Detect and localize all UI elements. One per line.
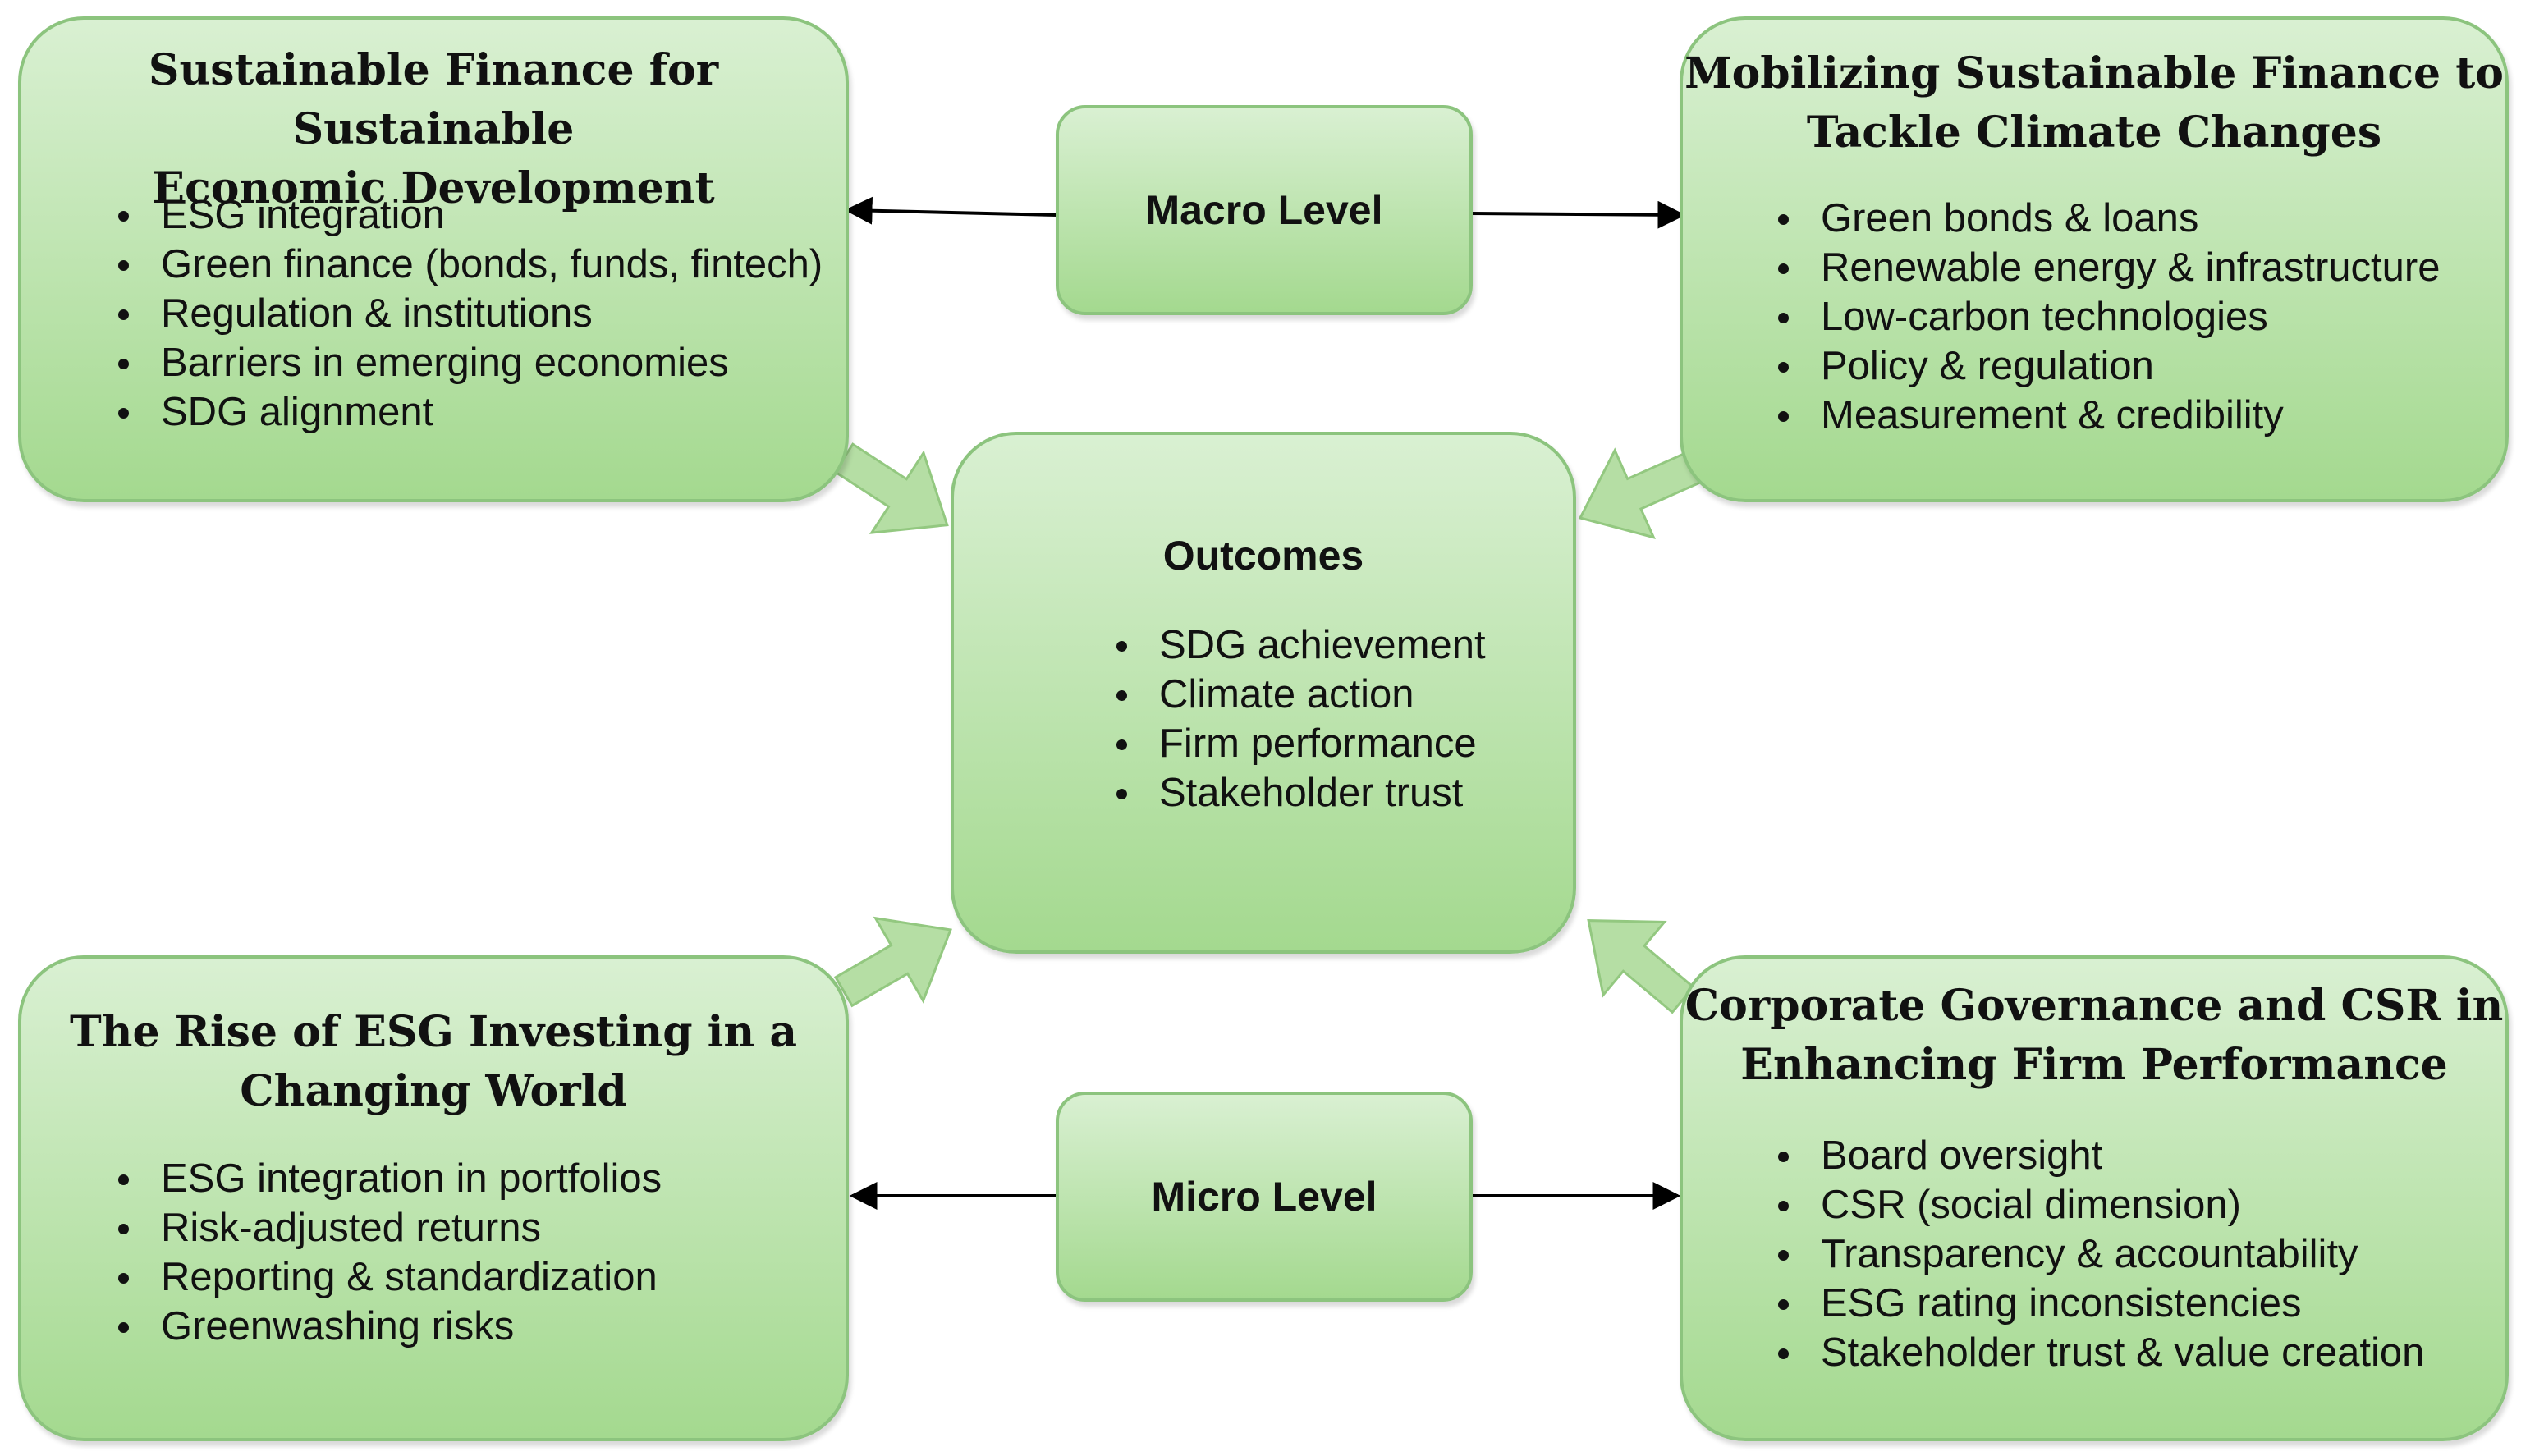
micro-level-box: Micro Level xyxy=(1056,1092,1473,1302)
block-arrow-top-right xyxy=(1578,447,1702,539)
bullet-list: SDG achievement Climate action Firm perf… xyxy=(1110,620,1486,817)
list-item: Measurement & credibility xyxy=(1772,391,2440,440)
outcomes-box: Outcomes SDG achievement Climate action … xyxy=(951,432,1576,954)
list-item: ESG integration in portfolios xyxy=(112,1154,662,1203)
macro-to-right-arrow xyxy=(1470,200,1686,229)
title-line-2: Tackle Climate Changes xyxy=(1806,108,2382,158)
title-line-1: Corporate Governance and CSR in xyxy=(1684,981,2504,1031)
box-title: The Rise of ESG Investing in a Changing … xyxy=(21,1003,846,1121)
list-item: CSR (social dimension) xyxy=(1772,1180,2424,1229)
outcomes-title: Outcomes xyxy=(1162,533,1364,579)
list-item: ESG integration xyxy=(112,190,823,240)
macro-level-label: Macro Level xyxy=(1145,187,1383,233)
list-item: Transparency & accountability xyxy=(1772,1229,2424,1279)
list-item: Stakeholder trust xyxy=(1110,768,1486,817)
block-arrow-bottom-right xyxy=(1587,919,1695,1014)
list-item: Green finance (bonds, funds, fintech) xyxy=(112,240,823,289)
macro-to-left-arrow xyxy=(844,196,1058,225)
box-title: Corporate Governance and CSR in Enhancin… xyxy=(1683,977,2505,1095)
list-item: SDG achievement xyxy=(1110,620,1486,670)
block-arrow-bottom-left xyxy=(833,916,952,1008)
title-line-2: Economic Development xyxy=(152,163,715,213)
climate-finance-box: Mobilizing Sustainable Finance to Tackle… xyxy=(1680,16,2509,502)
box-title: Mobilizing Sustainable Finance to Tackle… xyxy=(1683,44,2505,163)
bullet-list: Board oversight CSR (social dimension) T… xyxy=(1772,1131,2424,1377)
bullet-list: ESG integration in portfolios Risk-adjus… xyxy=(112,1154,662,1351)
list-item: Regulation & institutions xyxy=(112,289,823,338)
sustainable-finance-box: Sustainable Finance for Sustainable Econ… xyxy=(18,16,849,502)
list-item: Firm performance xyxy=(1110,719,1486,768)
title-line-1: Sustainable Finance for Sustainable xyxy=(148,45,719,154)
list-item: Barriers in emerging economies xyxy=(112,338,823,387)
list-item: Green bonds & loans xyxy=(1772,194,2440,243)
title-line-2: Changing World xyxy=(240,1066,627,1116)
list-item: Renewable energy & infrastructure xyxy=(1772,243,2440,292)
list-item: Reporting & standardization xyxy=(112,1252,662,1302)
bullet-list: Green bonds & loans Renewable energy & i… xyxy=(1772,194,2440,440)
bullet-list: ESG integration Green finance (bonds, fu… xyxy=(112,190,823,437)
list-item: Greenwashing risks xyxy=(112,1302,662,1351)
title-line-2: Enhancing Firm Performance xyxy=(1740,1040,2448,1090)
list-item: Low-carbon technologies xyxy=(1772,292,2440,341)
list-item: Board oversight xyxy=(1772,1131,2424,1180)
list-item: Stakeholder trust & value creation xyxy=(1772,1328,2424,1377)
list-item: Policy & regulation xyxy=(1772,341,2440,391)
macro-level-box: Macro Level xyxy=(1056,105,1473,315)
micro-level-label: Micro Level xyxy=(1151,1174,1377,1220)
block-arrow-top-left xyxy=(833,442,949,534)
esg-investing-box: The Rise of ESG Investing in a Changing … xyxy=(18,955,849,1441)
list-item: ESG rating inconsistencies xyxy=(1772,1279,2424,1328)
list-item: Climate action xyxy=(1110,670,1486,719)
corporate-governance-box: Corporate Governance and CSR in Enhancin… xyxy=(1680,955,2509,1441)
title-line-1: Mobilizing Sustainable Finance to xyxy=(1684,48,2504,98)
list-item: Risk-adjusted returns xyxy=(112,1203,662,1252)
title-line-1: The Rise of ESG Investing in a xyxy=(69,1007,798,1057)
list-item: SDG alignment xyxy=(112,387,823,437)
box-title: Sustainable Finance for Sustainable Econ… xyxy=(21,41,846,218)
